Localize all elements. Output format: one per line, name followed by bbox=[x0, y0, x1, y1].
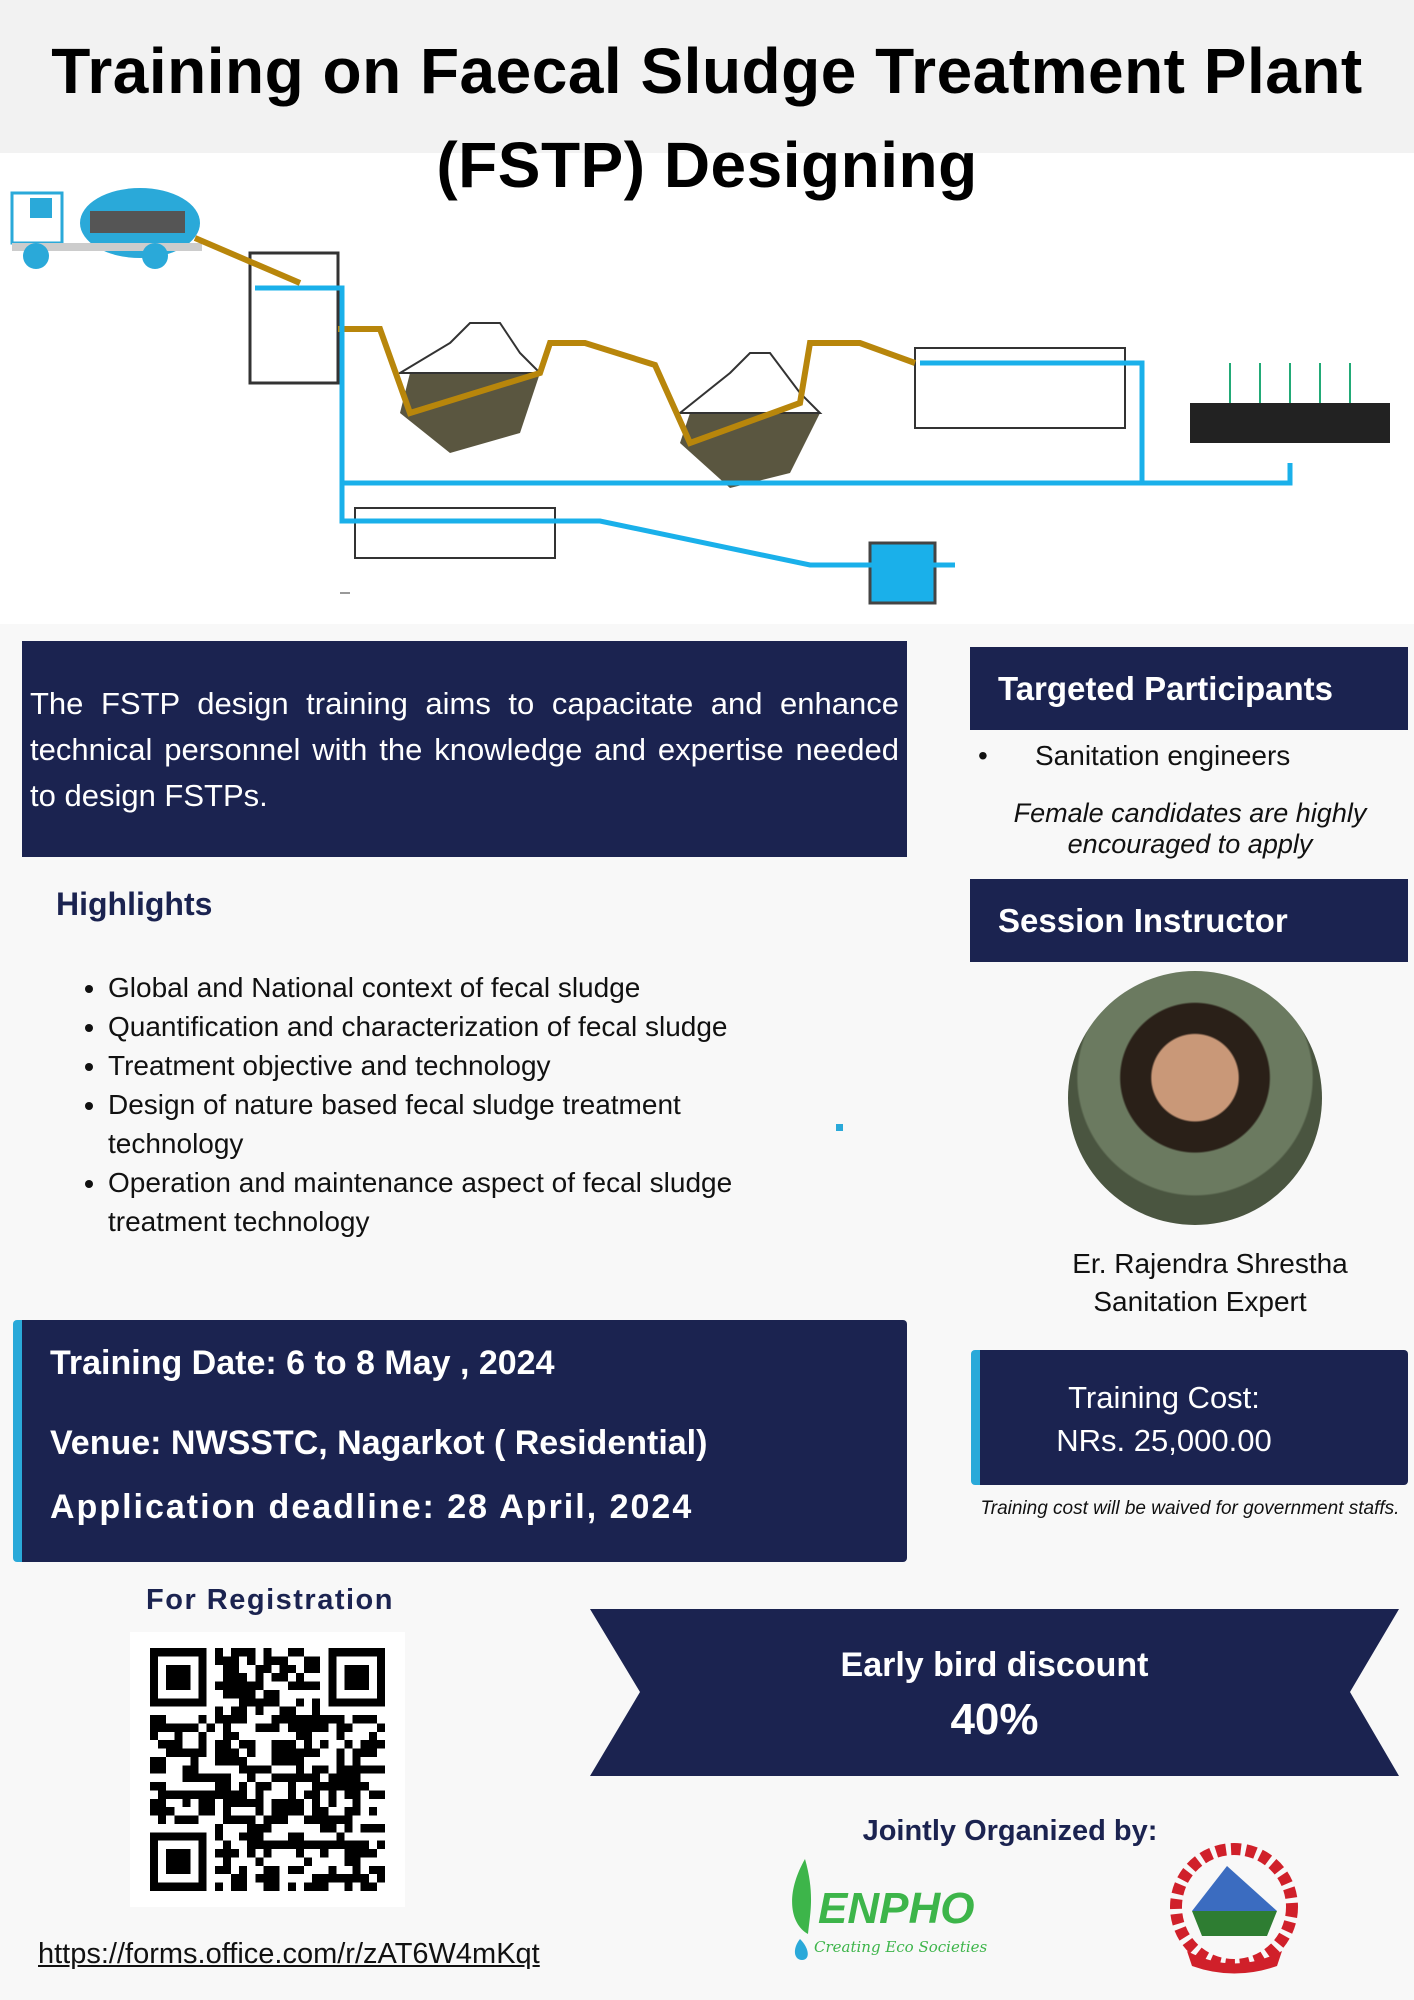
highlights-heading: Highlights bbox=[56, 886, 213, 922]
truck-icon bbox=[10, 188, 202, 269]
instructor-name: Er. Rajendra Shrestha bbox=[1072, 1248, 1348, 1279]
application-deadline: Application deadline: 28 April, 2024 bbox=[50, 1488, 694, 1526]
organizers-heading: Jointly Organized by: bbox=[862, 1815, 1158, 1847]
instructor-photo bbox=[1068, 971, 1322, 1225]
enpho-tagline: Creating Eco Societies bbox=[814, 1938, 988, 1956]
registration-qr-code[interactable] bbox=[130, 1632, 405, 1907]
enpho-wordmark: ENPHO bbox=[818, 1884, 975, 1933]
nepal-government-emblem bbox=[1157, 1841, 1312, 1975]
page-title-line1: Training on Faecal Sludge Treatment Plan… bbox=[51, 35, 1363, 107]
early-bird-ribbon: Early bird discount 40% bbox=[590, 1609, 1399, 1776]
page-title-line2: (FSTP) Designing bbox=[436, 129, 978, 201]
highlight-item: Treatment objective and technology bbox=[108, 1046, 772, 1085]
cost-amount: NRs. 25,000.00 bbox=[1056, 1423, 1272, 1458]
registration-heading: For Registration bbox=[146, 1584, 394, 1616]
highlights-list: Global and National context of fecal slu… bbox=[72, 968, 772, 1241]
enpho-logo: ENPHO Creating Eco Societies bbox=[780, 1854, 994, 1962]
discount-label: Early bird discount bbox=[840, 1646, 1149, 1684]
cost-waiver-note: Training cost will be waived for governm… bbox=[980, 1498, 1400, 1519]
highlight-item: Operation and maintenance aspect of feca… bbox=[108, 1163, 772, 1241]
highlight-item: Quantification and characterization of f… bbox=[108, 1007, 772, 1046]
intro-box: The FSTP design training aims to capacit… bbox=[22, 641, 907, 857]
instructor-role: Sanitation Expert bbox=[1093, 1286, 1307, 1317]
discount-value: 40% bbox=[950, 1695, 1039, 1744]
bullet: • bbox=[978, 740, 988, 771]
training-details-box: Training Date: 6 to 8 May , 2024 Venue: … bbox=[13, 1320, 907, 1562]
female-note: Female candidates are highly encouraged … bbox=[1013, 798, 1367, 859]
training-cost-box: Training Cost: NRs. 25,000.00 bbox=[971, 1350, 1408, 1485]
highlight-item: Global and National context of fecal slu… bbox=[108, 968, 772, 1007]
registration-link[interactable]: https://forms.office.com/r/zAT6W4mKqt bbox=[38, 1938, 540, 1970]
decorative-dot bbox=[836, 1124, 843, 1131]
title-band bbox=[0, 0, 1414, 153]
cost-label: Training Cost: bbox=[1068, 1380, 1260, 1415]
highlight-item: Design of nature based fecal sludge trea… bbox=[108, 1085, 772, 1163]
training-date: Training Date: 6 to 8 May , 2024 bbox=[50, 1344, 555, 1382]
fstp-process-diagram bbox=[0, 153, 1414, 624]
targeted-participants-heading: Targeted Participants bbox=[970, 647, 1408, 730]
venue: Venue: NWSSTC, Nagarkot ( Residential) bbox=[50, 1424, 708, 1462]
session-instructor-heading: Session Instructor bbox=[970, 879, 1408, 962]
participant-item: Sanitation engineers bbox=[1035, 740, 1291, 771]
